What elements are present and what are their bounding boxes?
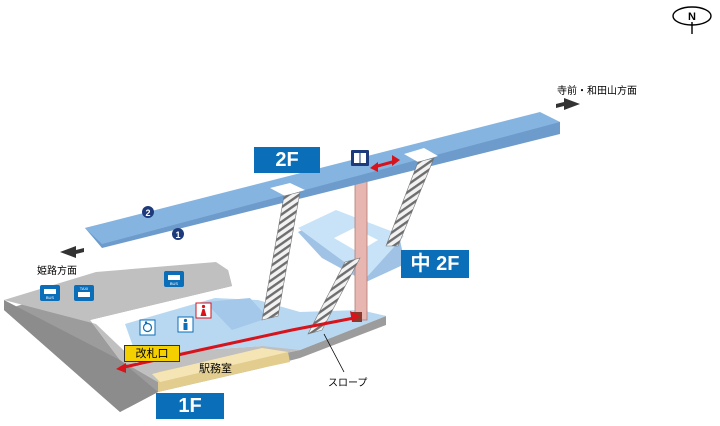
- restroom-male-icon: [177, 316, 194, 333]
- stairs: [261, 157, 435, 335]
- floor-label-2f: 2F: [254, 147, 320, 173]
- slope-leader: [323, 333, 345, 373]
- bus-icon-2-text: BUS: [170, 281, 179, 286]
- restroom-female-icon: [195, 302, 212, 319]
- direction-label-east: 寺前・和田山方面: [557, 86, 637, 97]
- ground-floor: [4, 262, 386, 412]
- slope-label: スロープ: [328, 378, 368, 389]
- elevator-icon: [351, 150, 369, 166]
- floor-label-mid2f: 中 2F: [401, 250, 469, 278]
- taxi-icon: TAXI: [74, 285, 94, 301]
- compass-icon: N: [672, 6, 712, 34]
- platform-number-1: 1: [172, 228, 184, 240]
- ticket-gate-label: 改札口: [124, 345, 180, 362]
- direction-arrows: [60, 98, 580, 258]
- platform-number-2-text: 2: [145, 208, 150, 218]
- station-office-label: 駅務室: [199, 362, 232, 375]
- bus-icon-2: BUS: [164, 271, 184, 287]
- direction-label-west: 姫路方面: [37, 266, 77, 277]
- bus-icon: BUS: [40, 285, 60, 301]
- platform-number-1-text: 1: [175, 230, 180, 240]
- compass-letter: N: [688, 11, 696, 23]
- floor-label-1f: 1F: [156, 393, 224, 419]
- station-office: [152, 348, 290, 392]
- taxi-icon-text: TAXI: [80, 286, 89, 291]
- bus-icon-text: BUS: [46, 295, 55, 300]
- platform-2f: [85, 112, 560, 248]
- platform-number-2: 2: [142, 206, 154, 218]
- wheelchair-icon: [139, 319, 156, 336]
